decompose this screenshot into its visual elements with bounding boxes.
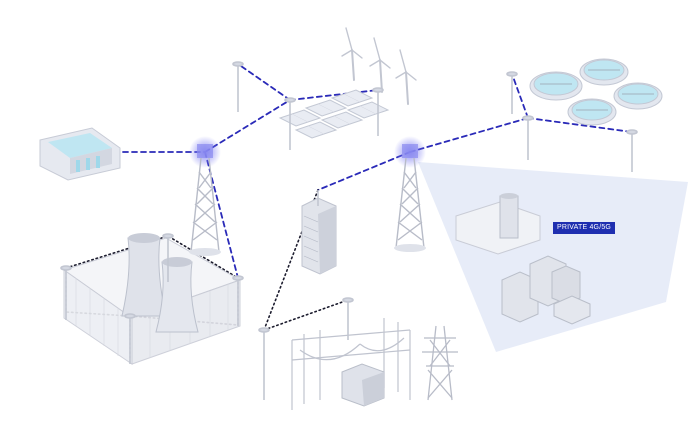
office-building-icon — [301, 197, 337, 275]
cooling-tower-plant-icon — [62, 233, 242, 365]
storage-tank — [455, 193, 541, 255]
cooling-tower-large — [121, 237, 167, 317]
water-treatment-icon — [529, 58, 663, 126]
solar-farm-icon — [278, 89, 390, 139]
link-plant-fence-top — [65, 235, 239, 279]
substation-icon — [291, 318, 411, 410]
link-subpole-sub — [263, 299, 349, 331]
industrial-site-icon — [455, 193, 591, 325]
cell-tower-icon — [189, 136, 221, 256]
transformer — [341, 363, 385, 407]
dashed-links — [95, 63, 633, 279]
link-tower-solarpole — [204, 99, 291, 153]
link-waterpole-pole — [511, 73, 529, 119]
wind-turbine-icon — [341, 27, 417, 105]
link-waterpole-pole2 — [527, 117, 633, 133]
coverage-area — [418, 162, 688, 352]
transmission-pylon-icon — [422, 325, 458, 401]
link-solarpole-solarpole — [289, 89, 379, 101]
link-tower2-waterpole — [409, 117, 529, 153]
private-network-badge: PRIVATE 4G/5G — [553, 222, 616, 234]
sensor-pole-icon — [60, 61, 638, 400]
hydro-dam-icon — [39, 127, 121, 181]
cell-tower-icon — [394, 136, 426, 252]
link-solarpole-farpole — [237, 63, 291, 101]
link-tower2-building — [317, 151, 411, 191]
factory-blocks — [501, 255, 591, 325]
